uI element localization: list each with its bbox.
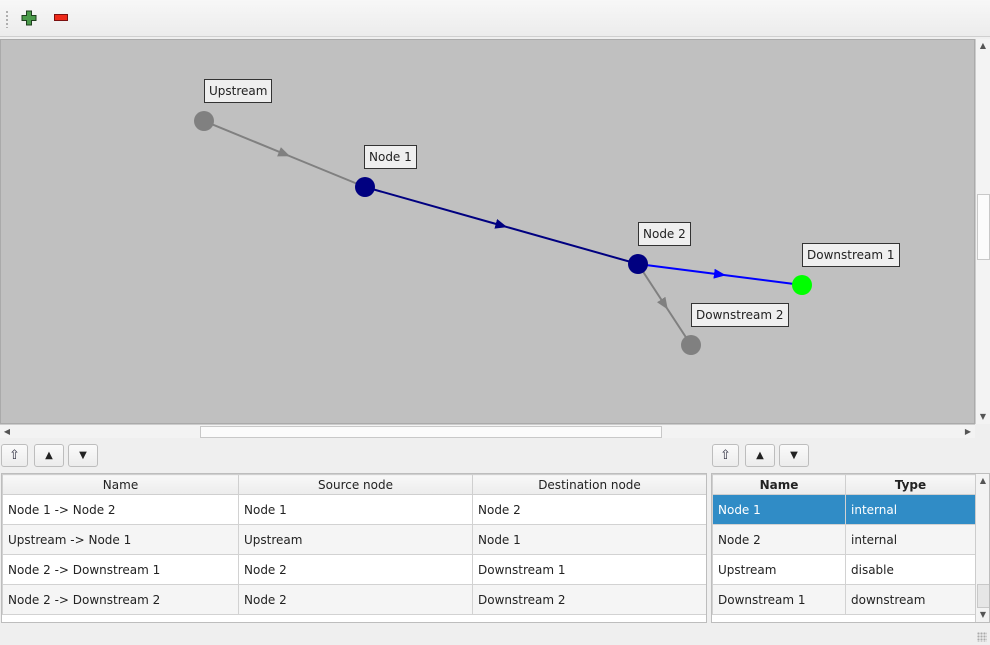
sort-icon: ⇧ (720, 448, 731, 463)
resize-grip[interactable] (977, 632, 987, 642)
edge-node2-downstream2[interactable] (637, 263, 692, 346)
horizontal-scroll-thumb[interactable] (200, 426, 662, 438)
minus-icon (54, 14, 68, 21)
edges-sort-button[interactable]: ⇧ (1, 444, 28, 467)
node-label-upstream: Upstream (204, 79, 273, 103)
node-downstream1[interactable] (792, 275, 812, 295)
canvas-horizontal-scrollbar[interactable]: ◀ ▶ (0, 424, 975, 438)
cell[interactable]: Downstream 1 (712, 584, 846, 615)
cell[interactable]: internal (845, 494, 976, 525)
scroll-down-arrow-icon[interactable]: ▼ (979, 412, 987, 421)
edges-table: Name Source node Destination node Node 1… (1, 473, 707, 623)
node-label-node2: Node 2 (638, 222, 691, 246)
scroll-right-arrow-icon[interactable]: ▶ (964, 427, 972, 436)
cell[interactable]: Node 1 -> Node 2 (2, 494, 239, 525)
cell[interactable]: Node 2 (238, 584, 473, 615)
node-node2[interactable] (628, 254, 648, 274)
edge-node2-downstream1[interactable] (637, 263, 803, 286)
cell[interactable]: Node 1 (238, 494, 473, 525)
cell[interactable]: Node 2 (712, 524, 846, 555)
node-upstream[interactable] (194, 111, 214, 131)
cell[interactable]: downstream (845, 584, 976, 615)
scroll-down-arrow-icon[interactable]: ▼ (979, 610, 987, 619)
cell[interactable]: Upstream -> Node 1 (2, 524, 239, 555)
nodes-move-down-button[interactable]: ▼ (779, 444, 809, 467)
cell[interactable]: Downstream 1 (472, 554, 706, 585)
scroll-up-arrow-icon[interactable]: ▲ (979, 476, 987, 485)
scroll-up-arrow-icon[interactable]: ▲ (979, 41, 987, 50)
cell[interactable]: Node 2 (472, 494, 706, 525)
toolbar-grip[interactable] (5, 10, 9, 28)
node-label-downstream1: Downstream 1 (802, 243, 900, 267)
column-header-name[interactable]: Name (712, 474, 846, 495)
column-header-name[interactable]: Name (2, 474, 239, 495)
node-label-downstream2: Downstream 2 (691, 303, 789, 327)
node-label-node1: Node 1 (364, 145, 417, 169)
edge-upstream-node1[interactable] (203, 120, 366, 188)
canvas-vertical-scrollbar[interactable]: ▲ ▼ (975, 39, 990, 424)
column-header-type[interactable]: Type (845, 474, 976, 495)
nodes-sort-button[interactable]: ⇧ (712, 444, 739, 467)
toolbar (0, 0, 990, 37)
arrow-up-icon: ▲ (756, 450, 764, 461)
cell[interactable]: Node 1 (712, 494, 846, 525)
sort-icon: ⇧ (9, 448, 20, 463)
cell[interactable]: Node 2 -> Downstream 2 (2, 584, 239, 615)
add-node-button[interactable] (17, 6, 41, 30)
node-node1[interactable] (355, 177, 375, 197)
graph-canvas[interactable]: Upstream Node 1 Node 2 Downstream 1 Down… (0, 39, 975, 424)
cell[interactable]: Node 1 (472, 524, 706, 555)
cell[interactable]: internal (845, 524, 976, 555)
remove-node-button[interactable] (50, 6, 74, 30)
arrow-down-icon: ▼ (790, 450, 798, 461)
cell[interactable]: Upstream (238, 524, 473, 555)
column-header-destination[interactable]: Destination node (472, 474, 706, 495)
cell[interactable]: disable (845, 554, 976, 585)
arrow-down-icon: ▼ (79, 450, 87, 461)
vertical-scroll-thumb[interactable] (977, 194, 990, 260)
nodes-scroll-thumb[interactable] (977, 584, 989, 608)
edge-node1-node2[interactable] (364, 186, 639, 265)
nodes-table-scrollbar[interactable]: ▲ ▼ (975, 474, 989, 622)
column-header-source[interactable]: Source node (238, 474, 473, 495)
cell[interactable]: Node 2 (238, 554, 473, 585)
cell[interactable]: Upstream (712, 554, 846, 585)
cell[interactable]: Downstream 2 (472, 584, 706, 615)
nodes-move-up-button[interactable]: ▲ (745, 444, 775, 467)
edges-move-down-button[interactable]: ▼ (68, 444, 98, 467)
plus-icon (21, 10, 37, 26)
edges-move-up-button[interactable]: ▲ (34, 444, 64, 467)
graph-svg (194, 111, 812, 355)
cell[interactable]: Node 2 -> Downstream 1 (2, 554, 239, 585)
scroll-left-arrow-icon[interactable]: ◀ (3, 427, 11, 436)
arrow-up-icon: ▲ (45, 450, 53, 461)
node-downstream2[interactable] (681, 335, 701, 355)
